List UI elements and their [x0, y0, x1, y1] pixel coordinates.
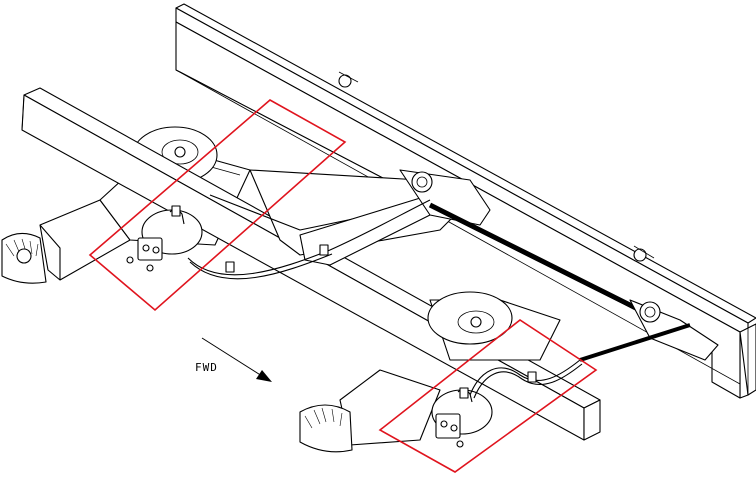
air-lines — [187, 199, 583, 399]
rear-brake-chamber — [431, 387, 493, 448]
front-highlight-box — [88, 99, 347, 312]
suspension-links — [209, 169, 719, 362]
arrow-right-down-icon — [201, 337, 272, 382]
rear-highlight-box — [378, 319, 598, 473]
highlight-boxes — [88, 99, 598, 473]
rear-axle — [299, 291, 561, 453]
direction-label: FWD — [195, 361, 218, 374]
front-brake-chamber — [126, 205, 203, 272]
